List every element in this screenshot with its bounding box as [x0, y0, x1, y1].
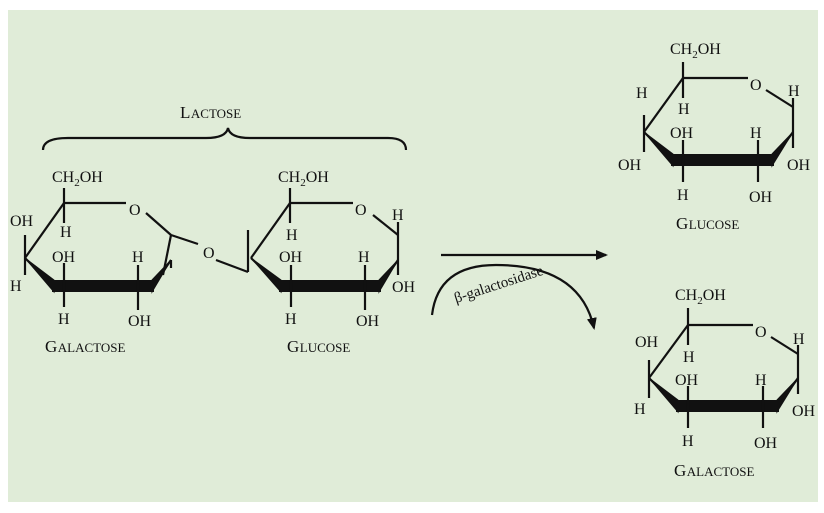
glucose-caption-product: GLUCOSE — [676, 214, 739, 233]
hydrogen: H — [682, 433, 694, 450]
hydroxyl: OH — [128, 313, 152, 330]
hydrogen: H — [793, 331, 805, 348]
ring-oxygen: O — [129, 202, 141, 219]
hydrogen: H — [286, 227, 298, 244]
hydroxyl: OH — [618, 157, 642, 174]
lactose-brace — [41, 127, 408, 151]
hydrogen: H — [636, 85, 648, 102]
ring-oxygen: O — [755, 324, 767, 341]
galactose-caption-product: GALACTOSE — [674, 461, 754, 480]
ch2oh-label: CH2OH — [675, 287, 726, 307]
glucose-atoms-lactose: CH2OH O H H OH H OH H OH — [278, 169, 416, 330]
hydroxyl: OH — [754, 435, 778, 452]
hydroxyl: OH — [392, 279, 416, 296]
galactose-atoms-product: CH2OH O OH H H OH H H OH H OH — [634, 287, 816, 452]
bridge-oxygen: O — [203, 245, 215, 262]
glycosidic-linkage: O — [170, 230, 250, 274]
hydrogen: H — [285, 311, 297, 328]
ch2oh-label: CH2OH — [670, 41, 721, 61]
glucose-atoms-product: CH2OH O H H H OH H OH OH H OH — [618, 41, 811, 206]
hydroxyl: OH — [52, 249, 76, 266]
ch2oh-label: CH2OH — [278, 169, 329, 189]
hydroxyl: OH — [10, 213, 34, 230]
hydrogen: H — [634, 401, 646, 418]
galactose-ring-product — [647, 308, 800, 428]
hydrogen: H — [60, 224, 72, 241]
glucose-ring-product — [642, 62, 795, 182]
ring-oxygen: O — [355, 202, 367, 219]
hydroxyl: OH — [792, 403, 816, 420]
hydroxyl: OH — [787, 157, 811, 174]
galactose-caption-lactose: GALACTOSE — [45, 337, 125, 356]
hydrogen: H — [392, 207, 404, 224]
ring-oxygen: O — [750, 77, 762, 94]
hydrogen: H — [755, 372, 767, 389]
galactose-atoms-lactose: CH2OH O H OH H OH H H OH — [10, 169, 152, 330]
hydroxyl: OH — [356, 313, 380, 330]
hydroxyl: OH — [675, 372, 699, 389]
glucose-caption-lactose: GLUCOSE — [287, 337, 350, 356]
glucose-ring-lactose — [250, 188, 400, 310]
hydrogen: H — [10, 278, 22, 295]
hydrogen: H — [788, 83, 800, 100]
enzyme-curved-arrow — [430, 263, 597, 330]
hydrogen: H — [683, 349, 695, 366]
hydrogen: H — [132, 249, 144, 266]
ch2oh-label: CH2OH — [52, 169, 103, 189]
hydroxyl: OH — [279, 249, 303, 266]
lactose-hydrolysis-diagram: LACTOSE CH2OH O H OH H OH H H OH — [10, 41, 816, 480]
diagram-canvas: LACTOSE CH2OH O H OH H OH H H OH — [8, 10, 818, 502]
hydrogen: H — [750, 125, 762, 142]
hydrogen: H — [358, 249, 370, 266]
galactose-ring-lactose — [23, 188, 173, 310]
hydroxyl: OH — [749, 189, 773, 206]
hydrogen: H — [677, 187, 689, 204]
hydrogen: H — [678, 101, 690, 118]
hydroxyl: OH — [635, 334, 659, 351]
lactose-label: LACTOSE — [180, 103, 241, 122]
hydrogen: H — [58, 311, 70, 328]
hydroxyl: OH — [670, 125, 694, 142]
